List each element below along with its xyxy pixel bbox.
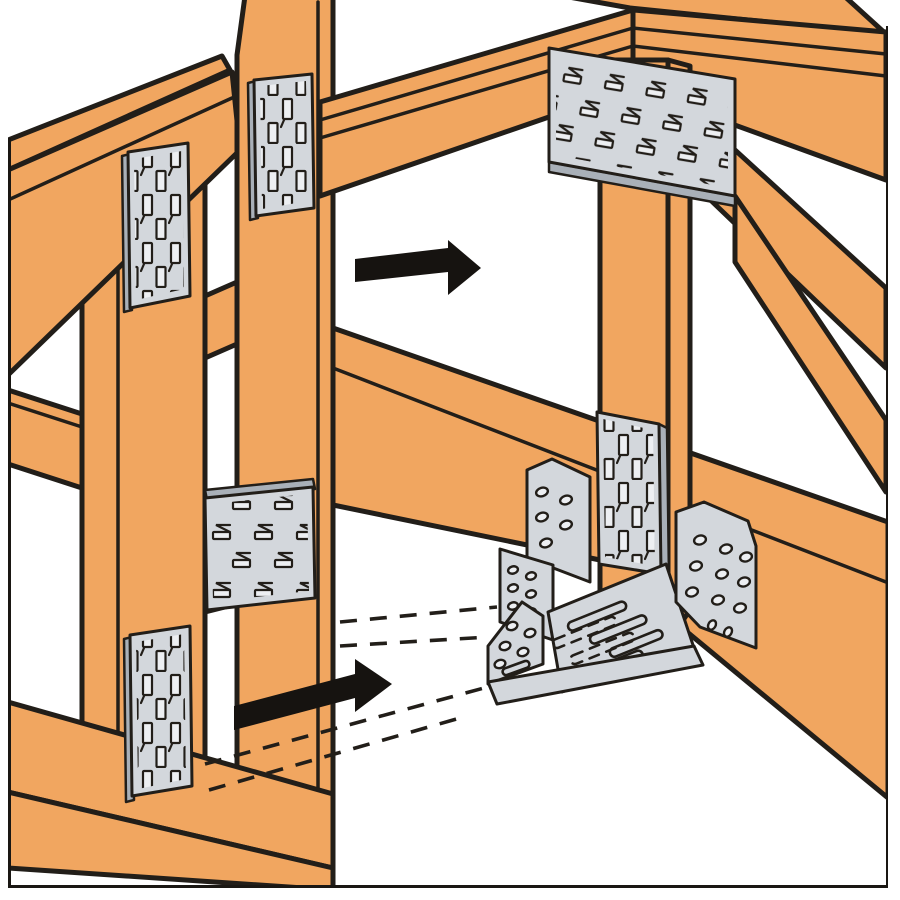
guide-lower-2 <box>208 714 468 792</box>
hanger-right-wing <box>674 500 758 650</box>
hanger-top-left-wing <box>525 457 592 584</box>
truss-hanger <box>486 457 758 706</box>
nail-plate-lower-left <box>122 624 194 804</box>
frame-border-left <box>8 138 11 888</box>
arrow-right-lower-icon <box>234 659 392 730</box>
nail-plate-upper-left <box>120 141 192 314</box>
nail-plate-top-right-large <box>547 46 737 208</box>
hanger-bottom-flange <box>486 644 705 706</box>
frame-border <box>8 26 888 888</box>
dashed-guide-lines <box>204 605 498 792</box>
sill-lower <box>8 789 336 888</box>
nail-plate-mid-z <box>203 477 317 612</box>
nail-plate-peak <box>246 72 316 222</box>
guide-upper-1 <box>339 605 498 624</box>
mid-left-beam <box>8 387 85 491</box>
rail-upper <box>202 279 240 361</box>
hanger-corner-gusset <box>486 600 545 686</box>
nail-plate-hanging-post <box>595 410 671 580</box>
arrow-right-icon <box>355 240 481 295</box>
rafter-top-face <box>8 53 233 173</box>
guide-lower-1 <box>204 686 485 766</box>
guide-upper-2 <box>339 635 490 648</box>
frame-border-bottom <box>8 885 888 888</box>
frame-border-right <box>886 26 888 888</box>
